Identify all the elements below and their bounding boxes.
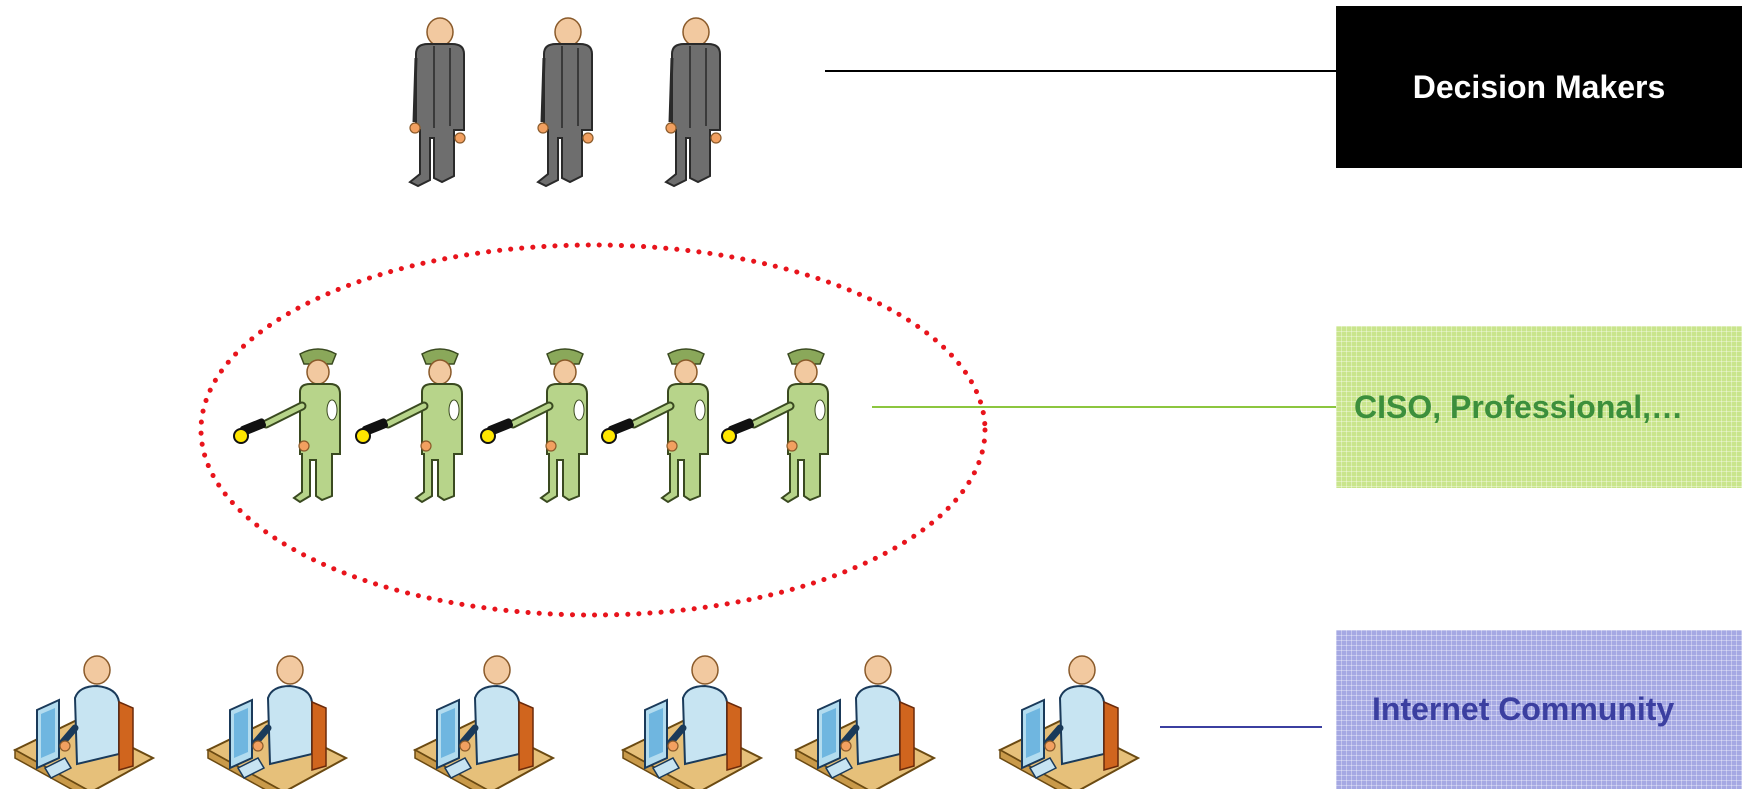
businessman-icon <box>664 16 723 188</box>
decision-makers-label: Decision Makers <box>1336 6 1742 168</box>
ciso-highlight-ellipse <box>198 242 988 618</box>
security-guard-icon <box>602 349 708 502</box>
computer-user-icon <box>623 656 761 789</box>
computer-user-icon <box>415 656 553 789</box>
security-guard-icon <box>234 349 340 502</box>
computer-user-icon <box>1000 656 1138 789</box>
computer-user-icon <box>15 656 153 789</box>
decision-makers-group <box>408 16 723 188</box>
businessman-icon <box>408 16 467 188</box>
security-guard-icon <box>481 349 587 502</box>
internet-community-label: Internet Community <box>1336 630 1742 789</box>
computer-user-icon <box>208 656 346 789</box>
businessman-icon <box>536 16 595 188</box>
internet-community-group <box>15 656 1138 789</box>
computer-user-icon <box>796 656 934 789</box>
security-guard-icon <box>356 349 462 502</box>
security-guard-icon <box>722 349 828 502</box>
ciso-group <box>234 349 828 502</box>
ciso-label: CISO, Professional,… <box>1336 326 1742 488</box>
